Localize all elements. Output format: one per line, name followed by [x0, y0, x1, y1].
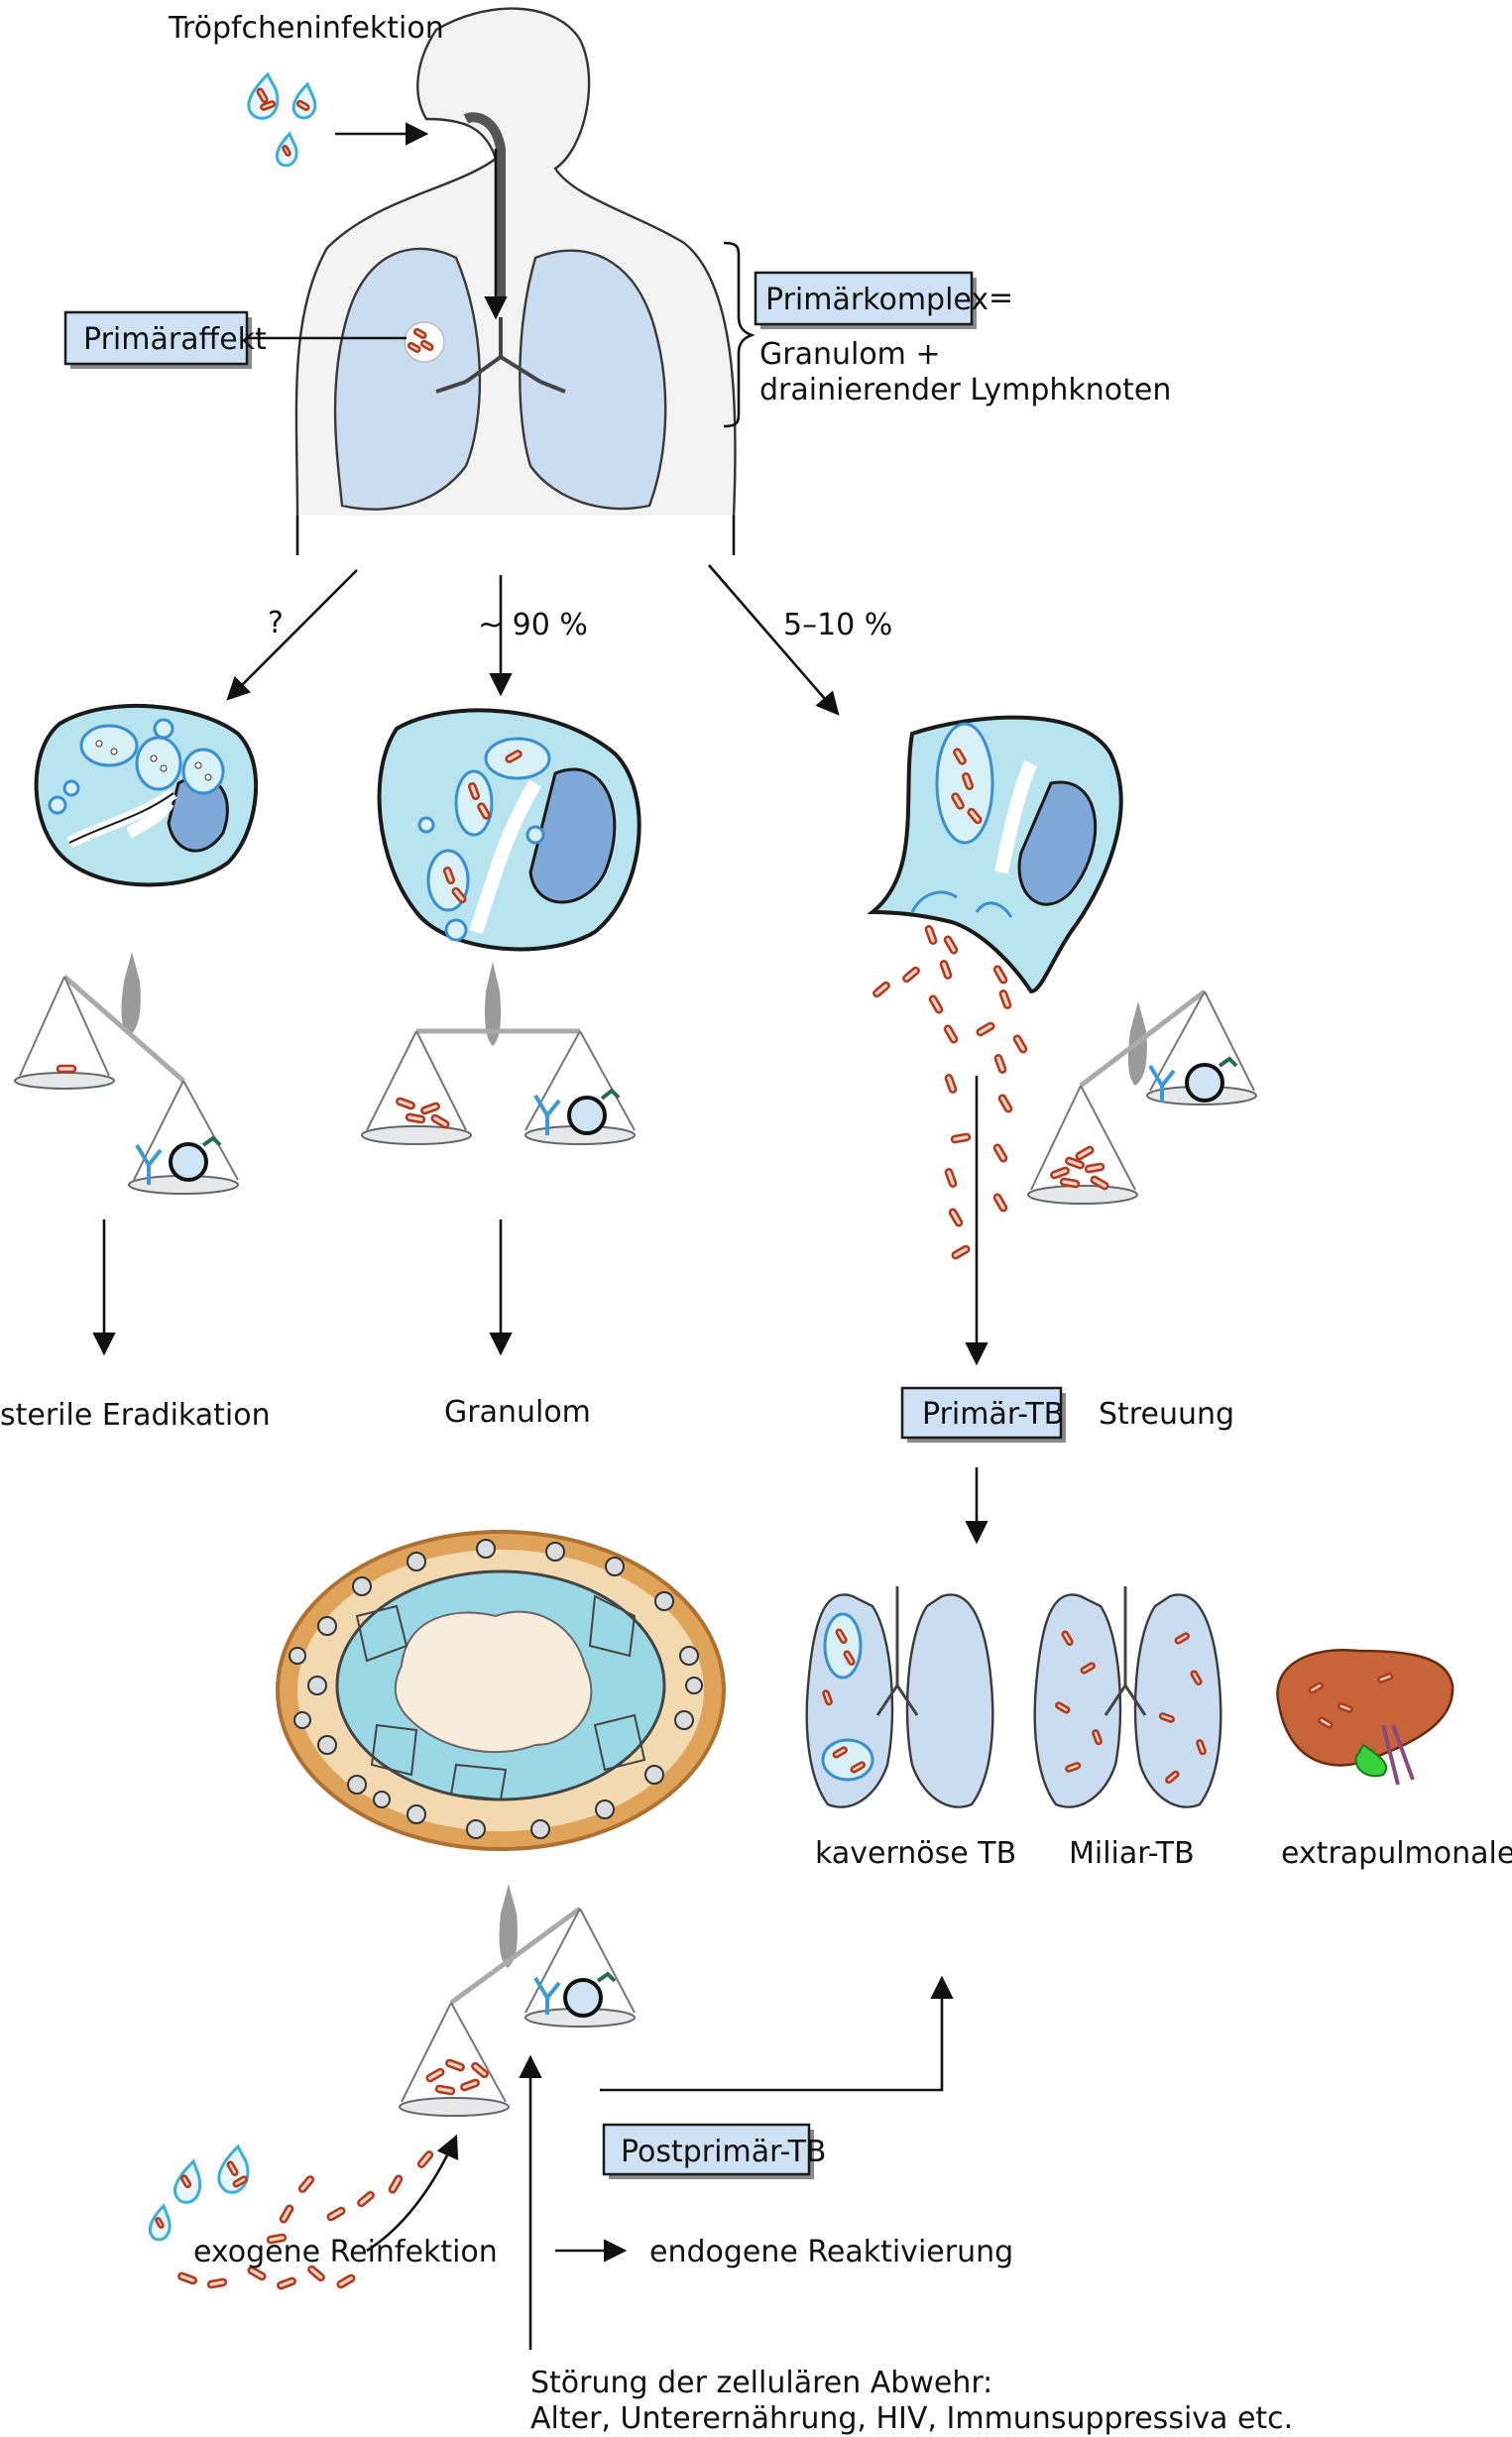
granuloma-icon	[276, 1530, 726, 1851]
complex-definition-line-1: Granulom +	[759, 337, 941, 372]
lungs-icon	[805, 1586, 994, 1808]
primary-affect-box: Primäraffekt	[63, 310, 267, 369]
immune-disorder-causes: Alter, Unterernährung, HIV, Immunsuppres…	[530, 2401, 1293, 2436]
complex-definition-line-2: drainierender Lymphknoten	[759, 373, 1171, 407]
endogenous-label: endogene Reaktivierung	[649, 2235, 1013, 2269]
primary-tb-label: Primär-TB	[922, 1397, 1064, 1432]
balance-scale-icon	[399, 1884, 636, 2117]
equals-sign: =	[989, 281, 1013, 315]
primary-affect-label: Primäraffekt	[83, 322, 267, 357]
immune-disorder-title: Störung der zellulären Abwehr:	[530, 2366, 992, 2400]
exogenous-label: exogene Reinfektion	[193, 2235, 498, 2269]
branch-minor-label: 5–10 %	[783, 608, 892, 642]
macrophage-icon	[34, 703, 259, 887]
complex-brace	[723, 241, 756, 428]
droplet-infection-label: Tröpfcheninfektion	[168, 11, 444, 46]
cavernous-tb-label: kavernöse TB	[815, 1836, 1016, 1871]
lungs-icon	[1033, 1586, 1222, 1808]
spread-label: Streuung	[1099, 1397, 1234, 1432]
branch-arrow-right	[708, 564, 840, 716]
primary-complex-label: Primärkomplex	[765, 283, 989, 317]
outcome-sterile-label: sterile Eradikation	[0, 1398, 271, 1433]
branch-arrow-left	[226, 569, 358, 701]
macrophage-icon	[377, 708, 641, 952]
liver-icon	[1276, 1649, 1454, 1786]
primary-complex-box: Primärkomplex	[754, 271, 989, 329]
balance-scale-icon	[1027, 989, 1257, 1205]
arrow-to-postprimary-forms	[600, 1975, 954, 2092]
droplet-icon	[148, 2144, 250, 2242]
macrophage-icon	[867, 715, 1123, 994]
spilled-bacteria	[872, 925, 1028, 1260]
reinfection-arrow	[366, 2134, 459, 2253]
miliary-tb-label: Miliar-TB	[1069, 1836, 1195, 1871]
reinfection-bacteria	[177, 2150, 434, 2290]
postprimary-tb-box: Postprimär-TB	[602, 2123, 826, 2179]
balance-scale-icon	[14, 952, 239, 1195]
primary-tb-box: Primär-TB	[900, 1386, 1066, 1443]
outcome-granuloma-label: Granulom	[444, 1395, 591, 1430]
extrapulmonary-tb-label: extrapulmonale TB	[1281, 1836, 1512, 1871]
branch-main-label: ~ 90 %	[478, 608, 588, 642]
postprimary-tb-label: Postprimär-TB	[621, 2135, 826, 2169]
droplet-icon	[247, 71, 317, 168]
branch-unknown-label: ?	[268, 606, 284, 640]
balance-scale-icon	[361, 962, 636, 1145]
body-lungs-icon	[294, 7, 737, 555]
